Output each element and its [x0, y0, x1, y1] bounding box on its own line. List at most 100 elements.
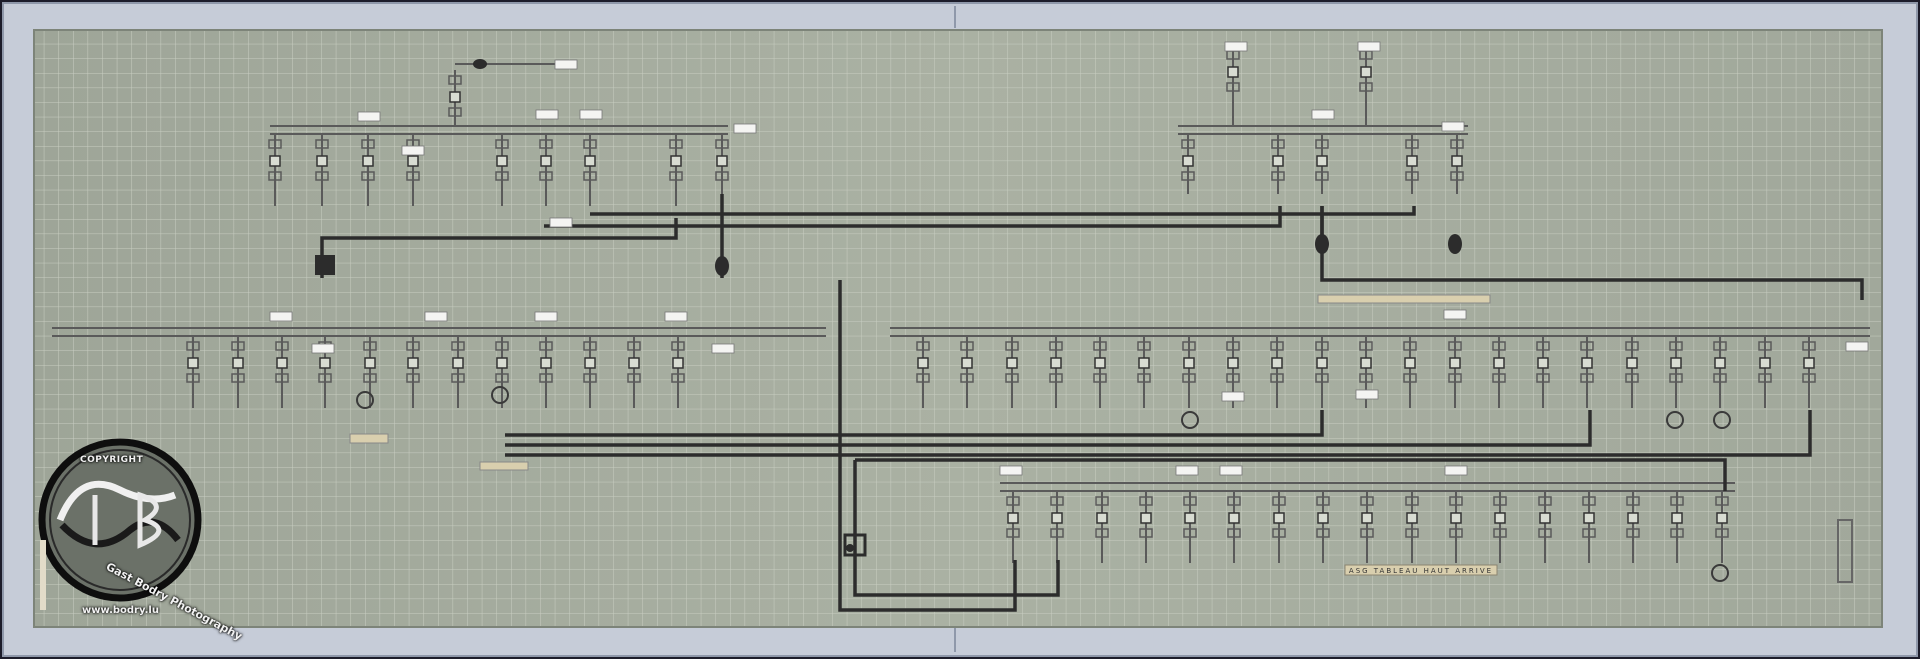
motor-symbol — [1666, 411, 1684, 429]
feeder — [1449, 491, 1463, 563]
switch-symbol — [846, 544, 854, 552]
feeder — [1538, 491, 1552, 563]
feeder — [275, 336, 289, 408]
feeder — [1492, 336, 1506, 408]
motor-symbol — [1713, 411, 1731, 429]
label-tag — [1357, 41, 1381, 52]
feeder — [1095, 491, 1109, 563]
plate: ASG TABLEAU HAUT ARRIVE — [1344, 564, 1498, 576]
feeder — [451, 336, 465, 408]
label-tag — [357, 111, 381, 122]
label-tag — [269, 311, 293, 322]
feeder — [627, 336, 641, 408]
motor-symbol — [491, 386, 509, 404]
feeder — [1626, 491, 1640, 563]
feeder — [1580, 336, 1594, 408]
label-tag — [535, 109, 559, 120]
feeder — [1181, 134, 1195, 194]
feeder — [1758, 336, 1772, 408]
label-tag — [711, 343, 735, 354]
feeders — [186, 45, 1816, 563]
watermark-url: www.bodry.lu — [82, 605, 159, 616]
feeder — [1405, 491, 1419, 563]
feeder — [583, 134, 597, 206]
feeder — [1271, 134, 1285, 194]
small-plate — [479, 461, 529, 471]
label-tag — [999, 465, 1023, 476]
label-tag — [554, 59, 578, 70]
feeder — [1049, 336, 1063, 408]
feeder — [1493, 491, 1507, 563]
feeder — [1670, 491, 1684, 563]
wire — [853, 460, 1060, 597]
feeder — [1183, 491, 1197, 563]
feeder — [1139, 491, 1153, 563]
feeder — [583, 336, 597, 408]
feeder — [1182, 336, 1196, 408]
feeder — [1093, 336, 1107, 408]
feeder — [1450, 134, 1464, 194]
feeder — [1226, 45, 1240, 125]
feeder — [1715, 491, 1729, 563]
feeder — [1536, 336, 1550, 408]
feeder — [363, 336, 377, 408]
end-bracket — [1837, 519, 1853, 583]
wire — [505, 410, 1324, 437]
feeder — [539, 134, 553, 206]
feeder — [495, 134, 509, 206]
transformer-symbol — [1448, 234, 1462, 254]
misc-symbols — [315, 234, 1853, 583]
label-tag — [1311, 109, 1335, 120]
label-tag — [733, 123, 757, 134]
feeder — [315, 134, 329, 206]
plate-text: ASG TABLEAU HAUT ARRIVE — [1349, 567, 1493, 575]
feeder — [669, 134, 683, 206]
feeder — [1582, 491, 1596, 563]
feeder — [1802, 336, 1816, 408]
feeder — [361, 134, 375, 206]
feeder — [916, 336, 930, 408]
feeder — [268, 134, 282, 206]
feeder — [406, 336, 420, 408]
feeder — [1713, 336, 1727, 408]
wire — [590, 206, 1416, 216]
motor-symbol — [1181, 411, 1199, 429]
label-tag — [1441, 121, 1465, 132]
label-tag — [1443, 309, 1467, 320]
label-tag — [424, 311, 448, 322]
label-tag — [1221, 391, 1245, 402]
feeder — [1359, 45, 1373, 125]
wire — [505, 410, 1812, 457]
small-plate — [349, 433, 389, 444]
transformer-symbol — [715, 256, 729, 276]
feeder — [671, 336, 685, 408]
label-tag — [401, 145, 425, 156]
feeder — [231, 336, 245, 408]
wire — [855, 458, 1727, 491]
feeder — [1625, 336, 1639, 408]
label-tag — [534, 311, 558, 322]
feeder — [1227, 491, 1241, 563]
label-tags — [269, 41, 1869, 476]
label-tag — [311, 343, 335, 354]
watermark-logo — [38, 438, 202, 610]
watermark-copyright: COPYRIGHT — [80, 455, 144, 465]
feeder — [1050, 491, 1064, 563]
transformer-symbol — [1315, 234, 1329, 254]
label-tag — [579, 109, 603, 120]
label-tag — [664, 311, 688, 322]
feeder — [186, 336, 200, 408]
feeder — [960, 336, 974, 408]
feeder — [495, 336, 509, 408]
label-tag — [549, 217, 573, 228]
label-tag — [1224, 41, 1248, 52]
feeder — [1403, 336, 1417, 408]
feeder — [1005, 336, 1019, 408]
feeder — [1405, 134, 1419, 194]
feeder — [1270, 336, 1284, 408]
feeder — [448, 70, 462, 126]
breaker-symbol — [473, 59, 487, 69]
label-tag — [1444, 465, 1468, 476]
